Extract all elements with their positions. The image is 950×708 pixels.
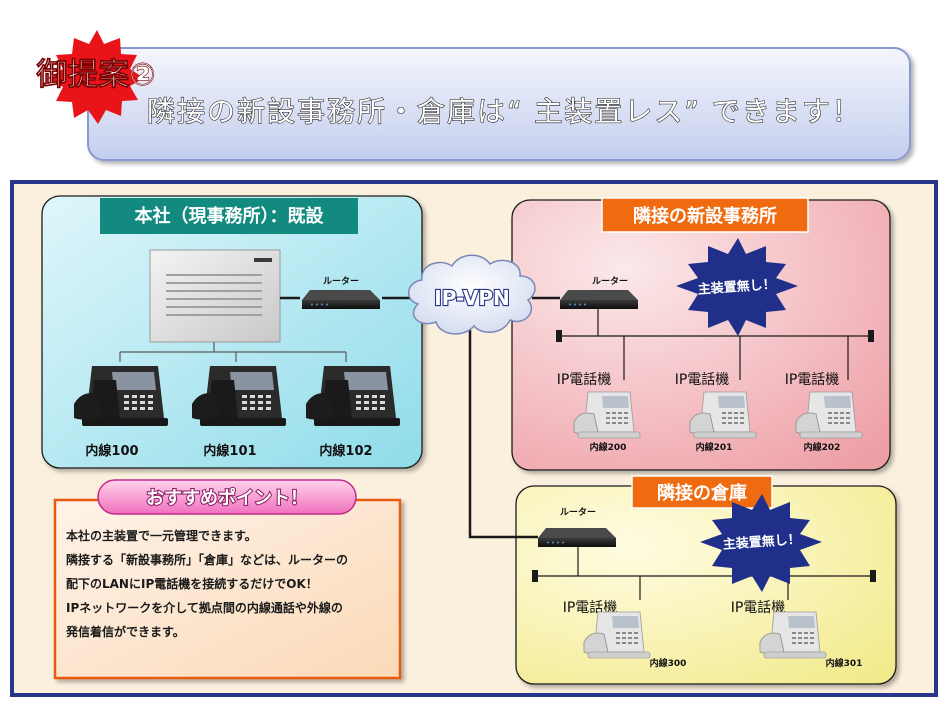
ip-phone-type-label: IP電話機 <box>785 371 840 388</box>
new-office-burst-label: 主装置無し！ <box>697 276 776 297</box>
proposal-badge: 御提案② <box>35 30 156 124</box>
lan-endpoint <box>532 570 538 582</box>
warehouse-title: 隣接の倉庫 <box>657 482 747 504</box>
recommend-line: 隣接する「新設事務所」「倉庫」などは、ルーターの <box>66 553 349 567</box>
ip-phone-type-label: IP電話機 <box>557 371 612 388</box>
headquarters-title: 本社（現事務所）：既設 <box>135 205 325 227</box>
new-office-title: 隣接の新設事務所 <box>633 205 777 227</box>
ip-phone-type-label: IP電話機 <box>731 599 786 616</box>
ip-vpn-label: IP-VPN <box>434 286 509 310</box>
new-office-extension-label: 内線201 <box>696 441 733 453</box>
new-office-router <box>560 290 638 309</box>
recommend-line: 配下のLANにIP電話機を接続するだけでOK！ <box>66 577 318 591</box>
new-office-title-box <box>601 197 809 233</box>
lan-endpoint <box>868 330 874 342</box>
warehouse-burst-label: 主装置無し！ <box>722 531 801 552</box>
main-pbx-unit <box>148 249 282 343</box>
headquarters-wiring <box>119 342 347 362</box>
recommend-panel <box>53 498 402 680</box>
recommend-pill <box>97 479 357 515</box>
new-office-extension-label: 内線202 <box>804 441 841 453</box>
warehouse-extension-label: 内線301 <box>826 657 863 669</box>
recommend-text: 本社の主装置で一元管理できます。 隣接する「新設事務所」「倉庫」などは、ルーター… <box>66 524 396 644</box>
headquarters-title-box <box>100 198 358 234</box>
hq-router-label: ルーター <box>323 275 359 287</box>
warehouse-title-box <box>631 475 773 509</box>
recommend-line: IPネットワークを介して拠点間の内線通話や外線の <box>66 601 343 615</box>
new-office-no-pbx-burst: 主装置無し！ <box>676 238 798 336</box>
new-office-extension-label: 内線200 <box>590 441 627 453</box>
warehouse-router-label: ルーター <box>560 506 596 518</box>
warehouse-extension-label: 内線300 <box>650 657 687 669</box>
warehouse-no-pbx-burst: 主装置無し！ <box>700 494 822 592</box>
recommend-line: 本社の主装置で一元管理できます。 <box>66 529 257 543</box>
lan-endpoint <box>870 570 876 582</box>
hq-extension-label: 内線102 <box>319 443 372 459</box>
page-headline: 隣接の新設事務所・倉庫は“ 主装置レス” できます！ <box>147 95 862 128</box>
hq-extension-label: 内線100 <box>85 443 138 459</box>
warehouse-router <box>538 528 616 547</box>
new-office-lan <box>560 307 872 380</box>
vpn-links <box>468 296 560 539</box>
warehouse-lan <box>536 546 874 600</box>
ip-vpn-cloud: IP-VPN <box>408 254 536 335</box>
new-office-router-label: ルーター <box>592 275 628 287</box>
ip-phone-type-label: IP電話機 <box>675 371 730 388</box>
lan-endpoint <box>556 330 562 342</box>
recommend-line: 発信着信ができます。 <box>66 625 185 639</box>
hq-extension-label: 内線101 <box>203 443 256 459</box>
hq-router <box>302 290 380 309</box>
recommend-title: おすすめポイント！ <box>146 487 308 509</box>
badge-label: 御提案② <box>35 57 155 93</box>
